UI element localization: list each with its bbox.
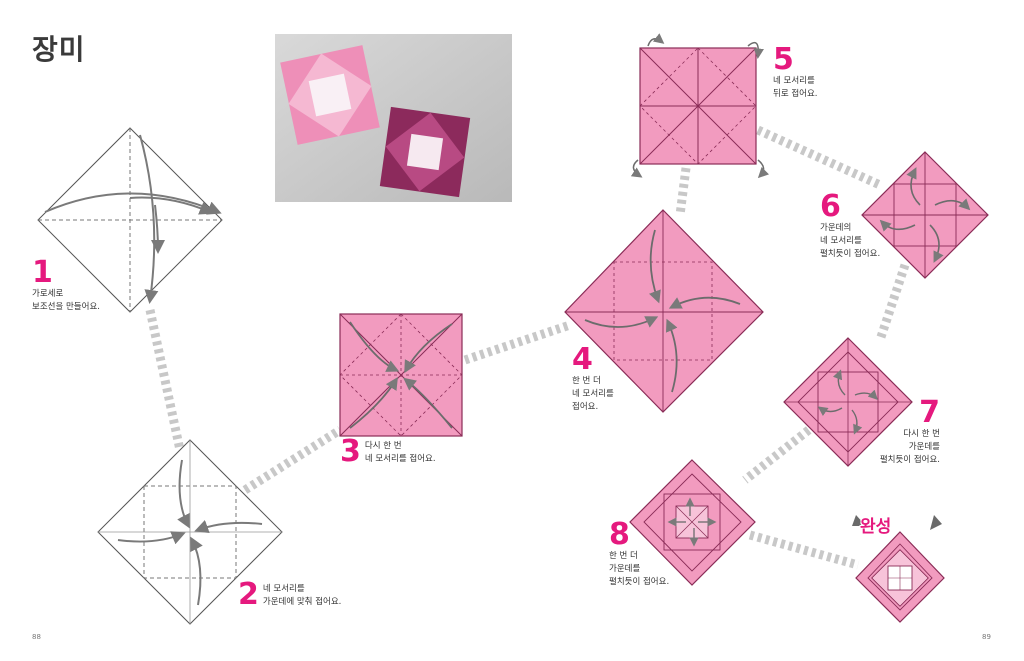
step-number: 8 (609, 517, 630, 552)
step-text: 다시 한 번 네 모서리를 접어요. (364, 441, 436, 464)
step-1-diagram (37, 127, 223, 313)
step-number: 2 (238, 577, 259, 612)
step-6-caption: 6 가운데의 네 모서리를 펼치듯이 접어요. (820, 192, 880, 261)
step-text: 다시 한 번 가운데를 펼치듯이 접어요. (879, 429, 940, 465)
step-text: 한 번 더 가운데를 펼치듯이 접어요. (609, 551, 670, 587)
step-7-caption: 7 다시 한 번 가운데를 펼치듯이 접어요. (876, 398, 940, 467)
step-4-caption: 4 한 번 더 네 모서리를 접어요. (572, 345, 614, 414)
step-7-diagram (783, 337, 913, 467)
completed-rose-diagram (852, 515, 945, 623)
step-4-diagram (564, 209, 764, 413)
page-number-left: 88 (32, 633, 41, 641)
step-8-diagram (629, 459, 756, 586)
step-text: 네 모서리를 가운데에 맞춰 접어요. (262, 584, 342, 607)
page-number-right: 89 (982, 633, 991, 641)
step-5-caption: 5 네 모서리를 뒤로 접어요. (773, 45, 818, 101)
step-text: 네 모서리를 뒤로 접어요. (773, 76, 818, 99)
step-8-caption: 8 한 번 더 가운데를 펼치듯이 접어요. (609, 520, 669, 589)
step-3-diagram (339, 313, 463, 437)
step-2-diagram (97, 439, 283, 625)
step-3-caption: 3 다시 한 번 네 모서리를 접어요. (340, 437, 436, 467)
step-number: 7 (919, 395, 940, 430)
step-text: 한 번 더 네 모서리를 접어요. (572, 376, 614, 412)
step-text: 가로세로 보조선을 만들어요. (32, 289, 100, 312)
step-number: 1 (32, 255, 53, 290)
step-number: 6 (820, 189, 841, 224)
page-title: 장미 (32, 33, 86, 66)
step-6-diagram (861, 151, 989, 279)
step-2-caption: 2 네 모서리를 가운데에 맞춰 접어요. (238, 580, 341, 610)
step-1-caption: 1 가로세로 보조선을 만들어요. (32, 258, 100, 314)
step-text: 가운데의 네 모서리를 펼치듯이 접어요. (820, 223, 881, 259)
step-number: 5 (773, 42, 794, 77)
connector-lines (145, 125, 910, 570)
step-5-diagram (630, 33, 770, 179)
step-number: 3 (340, 434, 361, 469)
finished-rose-photo (275, 34, 512, 202)
completion-badge: 완성 (860, 517, 892, 537)
step-number: 4 (572, 342, 593, 377)
